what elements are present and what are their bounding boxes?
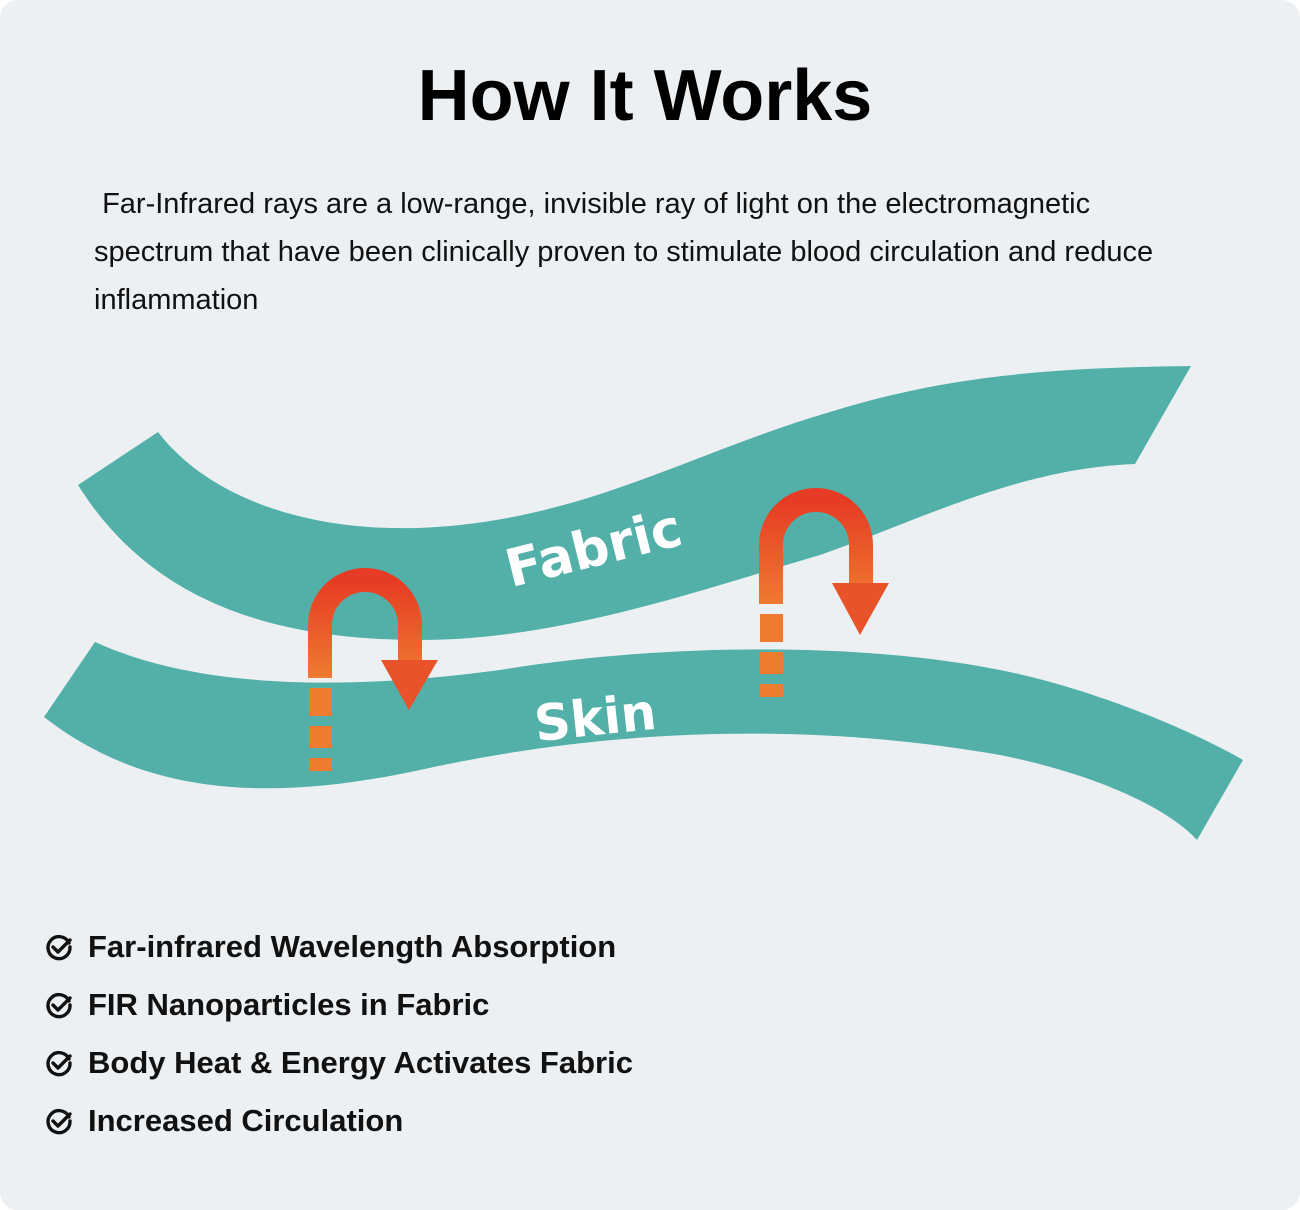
page-title: How It Works <box>417 56 873 136</box>
feature-item: FIR Nanoparticles in Fabric <box>44 976 633 1034</box>
check-circle-icon <box>46 1108 72 1135</box>
left-reflection-arrow <box>308 568 438 771</box>
feature-list: Far-infrared Wavelength Absorption FIR N… <box>44 918 633 1150</box>
intro-paragraph: Far-Infrared rays are a low-range, invis… <box>94 188 1162 316</box>
check-circle-icon <box>46 1050 72 1077</box>
feature-item: Body Heat & Energy Activates Fabric <box>44 1034 633 1092</box>
feature-label: FIR Nanoparticles in Fabric <box>88 987 490 1022</box>
skin-band <box>44 642 1243 840</box>
check-circle-icon <box>46 934 72 961</box>
feature-label: Far-infrared Wavelength Absorption <box>88 929 617 964</box>
feature-item: Increased Circulation <box>44 1092 633 1150</box>
feature-label: Body Heat & Energy Activates Fabric <box>88 1045 633 1080</box>
fabric-band <box>78 366 1191 640</box>
fabric-skin-diagram: Fabric Skin <box>44 366 1243 840</box>
right-reflection-arrow <box>759 488 889 697</box>
feature-item: Far-infrared Wavelength Absorption <box>44 918 633 976</box>
check-circle-icon <box>46 992 72 1019</box>
skin-label: Skin <box>532 683 659 753</box>
feature-label: Increased Circulation <box>88 1103 404 1138</box>
